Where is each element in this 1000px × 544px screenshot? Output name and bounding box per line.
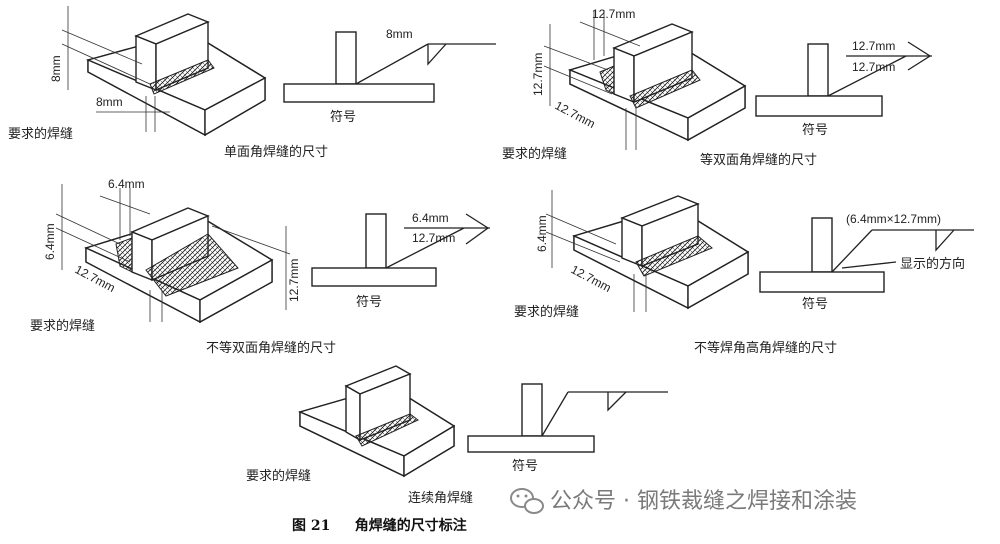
symbol-size-bottom: 12.7mm [412, 231, 455, 245]
symbol-label: 符号 [330, 109, 356, 125]
weld-sketch: 12.7mm 12.7mm 12.7mm [531, 7, 747, 150]
dim-top: 12.7mm [592, 7, 635, 21]
symbol-size: (6.4mm×12.7mm) [846, 212, 941, 226]
watermark-text: 公众号 · 钢铁裁缝之焊接和涂装 [550, 489, 857, 514]
dim-leg-horizontal: 8mm [96, 95, 123, 109]
dim-right: 12.7mm [287, 259, 301, 302]
required-weld-label: 要求的焊缝 [502, 146, 567, 162]
required-weld-label: 要求的焊缝 [514, 304, 579, 320]
figure-caption: 图 21 角焊缝的尺寸标注 [292, 517, 467, 534]
required-weld-label: 要求的焊缝 [8, 126, 73, 142]
dim-left: 6.4mm [535, 215, 549, 252]
panel-unequal-double-fillet: 6.4mm 6.4mm 12.7mm 12.7mm 6.4mm 12.7mm 要… [30, 177, 490, 356]
panel-unequal-leg-fillet: 6.4mm 12.7mm (6.4mm×12.7mm) 显示的方向 要求的焊缝 … [514, 190, 974, 356]
watermark: 公众号 · 钢铁裁缝之焊接和涂装 [510, 488, 857, 514]
symbol-size-bottom: 12.7mm [852, 60, 895, 74]
dim-leg-vertical: 8mm [49, 55, 63, 82]
weld-symbol: 6.4mm 12.7mm [311, 211, 490, 287]
symbol-label: 符号 [356, 294, 382, 310]
symbol-label: 符号 [512, 458, 538, 474]
panel-title: 连续角焊缝 [408, 490, 473, 506]
panel-continuous-fillet: 要求的焊缝 符号 连续角焊缝 [246, 365, 668, 506]
required-weld-label: 要求的焊缝 [246, 468, 311, 484]
weld-symbol: 12.7mm 12.7mm [755, 39, 932, 117]
symbol-label: 符号 [802, 296, 828, 312]
dim-left: 6.4mm [43, 223, 57, 260]
weld-symbol [467, 383, 668, 453]
panel-equal-double-fillet: 12.7mm 12.7mm 12.7mm 12.7mm 12.7mm 要求的焊缝… [502, 7, 932, 168]
panel-title: 单面角焊缝的尺寸 [224, 144, 328, 160]
panel-title: 不等焊角高角焊缝的尺寸 [694, 340, 837, 356]
symbol-size-top: 6.4mm [412, 211, 449, 225]
panel-single-fillet: 8mm 8mm 8mm 要求的焊缝 符号 单面角焊缝的尺寸 [8, 6, 496, 160]
symbol-label: 符号 [802, 122, 828, 138]
wechat-icon [510, 488, 544, 514]
panel-title: 等双面角焊缝的尺寸 [700, 152, 817, 168]
weld-sketch [297, 365, 456, 478]
weld-sketch: 8mm 8mm [49, 6, 267, 137]
weld-symbol: (6.4mm×12.7mm) 显示的方向 [759, 212, 974, 293]
weld-symbol: 8mm [283, 27, 496, 103]
panel-title: 不等双面角焊缝的尺寸 [206, 340, 336, 356]
dim-left: 12.7mm [531, 53, 545, 96]
dim-bottom: 12.7mm [553, 98, 598, 131]
weld-sketch: 6.4mm 6.4mm 12.7mm 12.7mm [43, 177, 301, 324]
weld-sketch: 6.4mm 12.7mm [535, 190, 750, 312]
symbol-size-top: 12.7mm [852, 39, 895, 53]
required-weld-label: 要求的焊缝 [30, 318, 95, 334]
direction-label: 显示的方向 [900, 256, 965, 272]
dim-top: 6.4mm [108, 177, 145, 191]
symbol-size: 8mm [386, 27, 413, 41]
